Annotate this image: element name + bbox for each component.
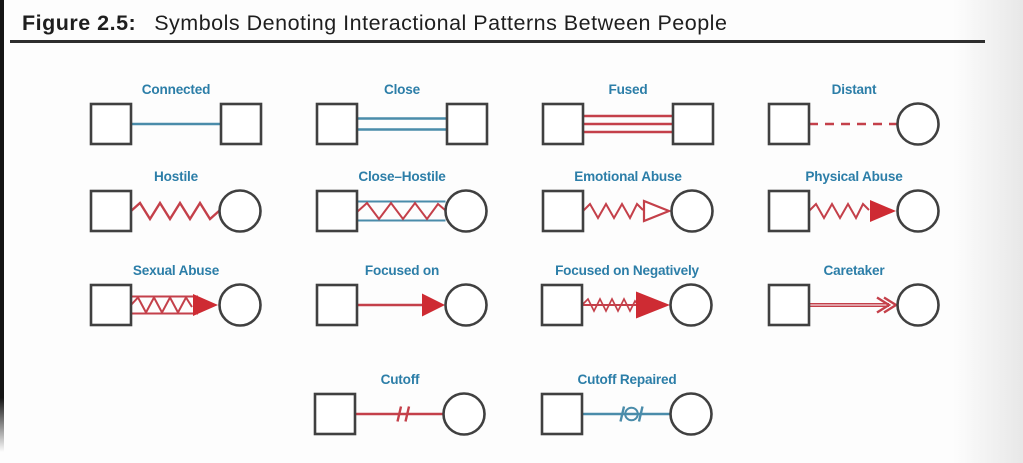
symbol-cell-hostile: Hostile [88, 168, 268, 234]
symbol-label: Close–Hostile [358, 168, 446, 184]
connected-symbol-icon [89, 102, 263, 146]
heading-underline [10, 40, 985, 43]
symbol-cell-focused-on-negatively: Focused on Negatively [539, 262, 719, 328]
symbol-label: Focused on Negatively [555, 262, 699, 278]
emotional-abuse-symbol-icon [541, 189, 714, 233]
symbol-cell-physical-abuse: Physical Abuse [766, 168, 946, 234]
symbol-label: Fused [608, 81, 648, 97]
symbol-cell-fused: Fused [540, 81, 720, 147]
figure-number-label: Figure 2.5: [22, 11, 137, 35]
symbol-label: Close [383, 81, 421, 97]
symbol-cell-distant: Distant [766, 81, 946, 147]
symbol-cell-close-hostile: Close–Hostile [314, 168, 494, 234]
symbol-cell-focused-on: Focused on [314, 262, 494, 328]
cutoff-symbol-icon [313, 392, 486, 436]
symbol-cell-cutoff: Cutoff [312, 371, 492, 437]
caretaker-symbol-icon [767, 283, 940, 327]
figure-title-text: Symbols Denoting Interactional Patterns … [154, 11, 728, 35]
symbol-cell-cutoff-repaired: Cutoff Repaired [539, 371, 719, 437]
hostile-symbol-icon [89, 189, 262, 233]
symbol-label: Focused on [364, 262, 440, 278]
symbol-label: Physical Abuse [805, 168, 903, 184]
symbol-label: Distant [831, 81, 877, 97]
symbol-cell-caretaker: Caretaker [766, 262, 946, 328]
symbol-cell-emotional-abuse: Emotional Abuse [540, 168, 720, 234]
physical-abuse-symbol-icon [767, 189, 940, 233]
symbol-label: Cutoff Repaired [577, 371, 677, 387]
fused-symbol-icon [541, 102, 715, 146]
symbol-label: Connected [141, 81, 211, 97]
symbol-label: Hostile [154, 168, 198, 184]
symbol-cell-connected: Connected [88, 81, 268, 147]
close-symbol-icon [315, 102, 489, 146]
symbol-cell-close: Close [314, 81, 494, 147]
symbol-label: Sexual Abuse [132, 262, 220, 278]
cutoff-repaired-symbol-icon [540, 392, 713, 436]
symbol-cell-sexual-abuse: Sexual Abuse [88, 262, 268, 328]
close-hostile-symbol-icon [315, 189, 488, 233]
symbol-label: Cutoff [380, 371, 420, 387]
page-edge-shadow [953, 0, 1023, 463]
page-gutter-bar [0, 0, 4, 452]
sexual-abuse-symbol-icon [89, 283, 262, 327]
focused-on-negatively-symbol-icon [540, 283, 713, 327]
symbol-label: Emotional Abuse [574, 168, 682, 184]
symbol-label: Caretaker [823, 262, 885, 278]
focused-on-symbol-icon [315, 283, 488, 327]
figure-heading: Figure 2.5: Symbols Denoting Interactiona… [22, 11, 727, 36]
distant-symbol-icon [767, 102, 940, 146]
